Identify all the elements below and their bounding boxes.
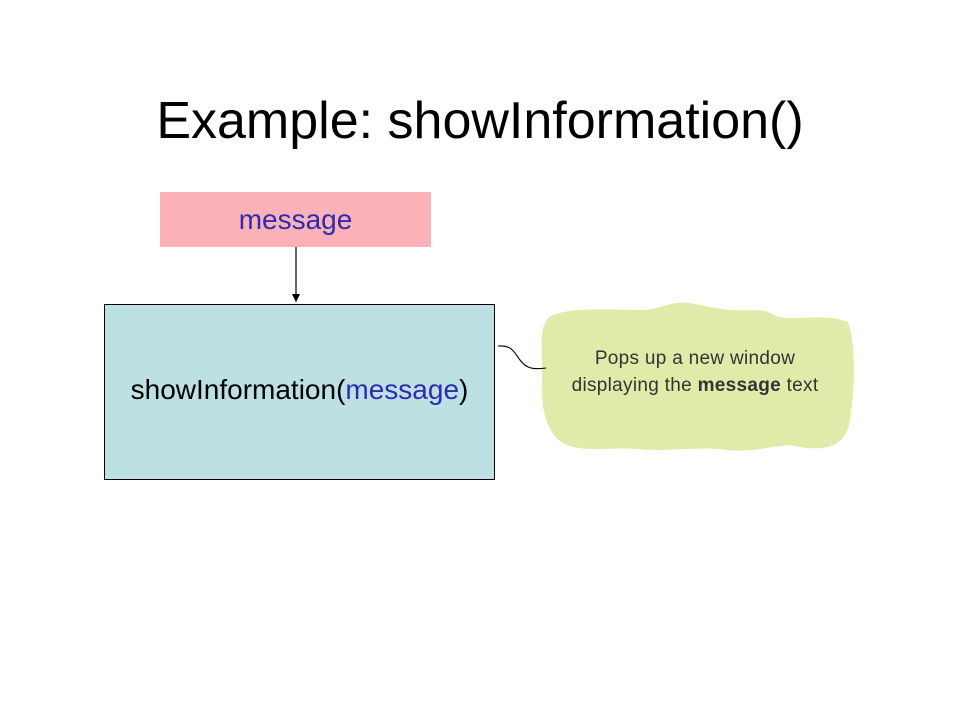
message-label: message (238, 203, 353, 235)
callout-text: Pops up a new window displaying the mess… (540, 346, 850, 399)
callout-line-1: Pops up a new window (594, 348, 796, 369)
function-name: showInformation( (130, 374, 346, 405)
function-call: showInformation(message) (105, 374, 494, 406)
callout-line-2-end: text (781, 374, 819, 396)
slide-title: Example: showInformation() (156, 92, 804, 150)
function-close-paren: ) (459, 374, 469, 405)
function-box: showInformation(message) (104, 304, 495, 480)
callout-line-2: displaying the message text (540, 373, 850, 400)
message-input-box: message (160, 192, 431, 247)
callout-connector (497, 345, 547, 370)
callout-line-2-start: displaying the (571, 374, 698, 396)
callout-bold-word: message (697, 374, 781, 396)
callout-blob (541, 302, 854, 451)
function-parameter: message (345, 374, 460, 405)
